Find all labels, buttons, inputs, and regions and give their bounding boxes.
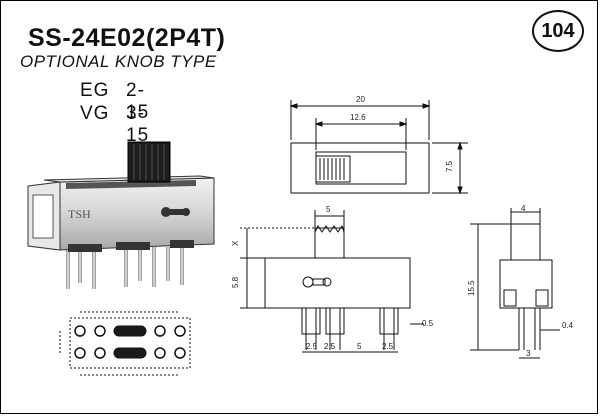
dim-overall-height: 15.5 <box>467 280 476 296</box>
side-view-drawing <box>470 208 560 359</box>
dim-side-pin-spacing: 3 <box>526 349 531 358</box>
top-view-drawing <box>289 100 468 195</box>
dim-slot-width: 12.6 <box>350 113 366 122</box>
page-number-badge: 104 <box>532 10 584 52</box>
knob-range: 3-15 <box>126 103 150 146</box>
dim-knob-width: 5 <box>326 205 331 214</box>
dim-body-height: 5.8 <box>231 276 240 288</box>
knob-range: 2-15 <box>126 80 150 123</box>
dim-pin-group-span: 5 <box>357 342 362 351</box>
knob-code: EG <box>80 80 110 101</box>
part-number-title: SS-24E02(2P4T) <box>28 24 226 52</box>
switch-knob <box>127 141 171 183</box>
optional-knob-subtitle: OPTIONAL KNOB TYPE <box>20 52 217 71</box>
knob-code: VG <box>80 103 110 124</box>
dim-top-height: 7.5 <box>445 160 454 172</box>
switch-photo: TSH <box>27 141 215 289</box>
dim-pin-pitch-a: 2.5 <box>306 342 318 351</box>
front-view-drawing <box>240 210 424 353</box>
pcb-footprint <box>59 311 191 376</box>
knob-option-vg: VG 3-15 <box>80 103 148 146</box>
knob-option-eg: EG 2-15 <box>80 80 148 123</box>
dim-knob-height: X <box>231 240 240 246</box>
dim-pin-pitch-c: 2.5 <box>382 342 394 351</box>
brand-mark: TSH <box>68 207 91 221</box>
dim-pin-pitch-b: 2.5 <box>324 342 336 351</box>
dim-side-knob-depth: 4 <box>521 204 526 213</box>
dim-side-pin-thickness: 0.4 <box>562 321 574 330</box>
dim-overall-width: 20 <box>356 95 365 104</box>
rivet-icon <box>161 207 190 217</box>
switch-pins <box>66 247 184 289</box>
dim-front-pin-thickness: 0.5 <box>422 319 434 328</box>
